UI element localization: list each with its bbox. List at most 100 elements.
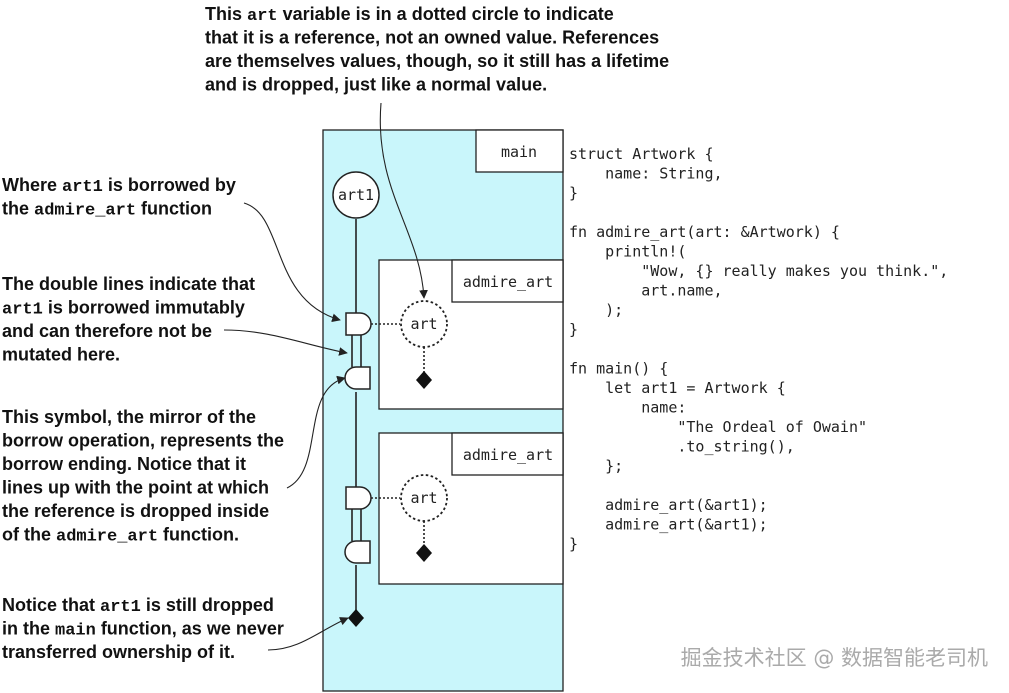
code-line: struct Artwork { bbox=[569, 145, 714, 163]
code-line: }; bbox=[569, 457, 623, 475]
annotation-text: borrow ending. Notice that it bbox=[2, 454, 246, 474]
annotation-line: in the main function, as we never bbox=[2, 619, 284, 641]
top-note-annotation: This art variable is in a dotted circle … bbox=[205, 4, 669, 95]
annotation-text: that it is a reference, not an owned val… bbox=[205, 28, 659, 48]
annotation-text: function. bbox=[158, 525, 239, 545]
inline-code: art1 bbox=[62, 178, 103, 197]
annotation-line: and can therefore not be bbox=[2, 321, 212, 341]
annotation-text: is borrowed immutably bbox=[43, 298, 245, 318]
annotation-text: and can therefore not be bbox=[2, 321, 212, 341]
code-line: "Wow, {} really makes you think.", bbox=[569, 262, 948, 280]
code-line: fn admire_art(art: &Artwork) { bbox=[569, 223, 840, 241]
code-line: name: bbox=[569, 399, 686, 417]
annotation-line: of the admire_art function. bbox=[2, 525, 239, 547]
annotation-text: and is dropped, just like a normal value… bbox=[205, 75, 547, 95]
callout-arrow-owner-drop bbox=[267, 617, 349, 651]
admire-art-scope-1-tab bbox=[451, 259, 564, 303]
code-line: } bbox=[569, 184, 578, 202]
annotation-text: borrow operation, represents the bbox=[2, 431, 284, 451]
inline-code: art1 bbox=[2, 301, 43, 320]
annotation-line: borrow ending. Notice that it bbox=[2, 454, 246, 474]
annotation-text: the bbox=[2, 199, 34, 219]
borrow-end-symbol-1 bbox=[344, 366, 371, 390]
annotation-line: art1 is borrowed immutably bbox=[2, 298, 245, 320]
code-line: admire_art(&art1); bbox=[569, 516, 768, 534]
annotation-text: This symbol, the mirror of the bbox=[2, 407, 256, 427]
rust-code-listing: struct Artwork { name: String,} fn admire… bbox=[569, 145, 948, 553]
art-reference-label-1: art bbox=[410, 315, 437, 333]
annotation-text: function bbox=[136, 199, 212, 219]
code-line: } bbox=[569, 535, 578, 553]
double-lines-annotation: The double lines indicate that art1 is bo… bbox=[2, 274, 255, 365]
code-line: admire_art(&art1); bbox=[569, 496, 768, 514]
admire-art-scope-2-tab bbox=[451, 432, 564, 476]
inline-code: main bbox=[55, 622, 96, 641]
annotation-line: lines up with the point at which bbox=[2, 478, 269, 498]
main-scope-label: main bbox=[501, 143, 537, 161]
annotation-text: transferred ownership of it. bbox=[2, 642, 235, 662]
watermark: 掘金技术社区 @ 数据智能老司机 bbox=[681, 646, 988, 670]
callout-arrow-double-lines bbox=[223, 329, 348, 356]
borrow-end-symbol-2 bbox=[344, 540, 371, 564]
inline-code: admire_art bbox=[34, 202, 136, 221]
code-line: art.name, bbox=[569, 282, 723, 300]
callout-arrow-top-note bbox=[379, 102, 428, 299]
code-line: let art1 = Artwork { bbox=[569, 379, 786, 397]
annotation-text: are themselves values, though, so it sti… bbox=[205, 51, 669, 71]
code-line: println!( bbox=[569, 243, 686, 261]
inline-code: art1 bbox=[100, 598, 141, 617]
admire-art-scope-2-label: admire_art bbox=[463, 446, 553, 464]
borrow-start-symbol-1 bbox=[345, 312, 372, 336]
main-scope-box bbox=[322, 129, 564, 692]
code-line: fn main() { bbox=[569, 360, 668, 378]
annotation-text: of the bbox=[2, 525, 56, 545]
annotation-text: in the bbox=[2, 619, 55, 639]
code-line: "The Ordeal of Owain" bbox=[569, 418, 867, 436]
annotation-line: and is dropped, just like a normal value… bbox=[205, 75, 547, 95]
annotation-text: mutated here. bbox=[2, 345, 120, 365]
annotation-text: the reference is dropped inside bbox=[2, 501, 269, 521]
annotation-line: the admire_art function bbox=[2, 199, 212, 221]
annotation-line: the reference is dropped inside bbox=[2, 501, 269, 521]
annotation-line: Where art1 is borrowed by bbox=[2, 175, 236, 197]
reference-drop-diamond-2 bbox=[416, 544, 432, 562]
art-reference-label-2: art bbox=[410, 489, 437, 507]
annotation-text: variable is in a dotted circle to indica… bbox=[278, 4, 614, 24]
annotation-line: mutated here. bbox=[2, 345, 120, 365]
borrow-start-symbol-2 bbox=[345, 486, 372, 510]
code-line: ); bbox=[569, 301, 623, 319]
art1-owner-label: art1 bbox=[338, 186, 374, 204]
callout-arrow-borrow-end bbox=[286, 375, 346, 489]
annotation-line: This symbol, the mirror of the bbox=[2, 407, 256, 427]
reference-drop-diamond-1 bbox=[416, 371, 432, 389]
annotation-text: Where bbox=[2, 175, 62, 195]
annotation-line: transferred ownership of it. bbox=[2, 642, 235, 662]
callout-arrow-borrow-start bbox=[243, 202, 341, 323]
annotation-text: is borrowed by bbox=[103, 175, 236, 195]
annotation-text: This bbox=[205, 4, 247, 24]
inline-code: admire_art bbox=[56, 528, 158, 547]
art1-owner-circle bbox=[332, 171, 380, 219]
art1-drop-diamond bbox=[348, 609, 364, 627]
annotation-line: borrow operation, represents the bbox=[2, 431, 284, 451]
annotation-text: function, as we never bbox=[96, 619, 284, 639]
annotation-line: The double lines indicate that bbox=[2, 274, 255, 294]
art1-lifeline bbox=[351, 219, 362, 612]
admire-art-scope-1-label: admire_art bbox=[463, 273, 553, 291]
borrow-end-annotation: This symbol, the mirror of the borrow ope… bbox=[2, 407, 284, 547]
annotation-line: that it is a reference, not an owned val… bbox=[205, 28, 659, 48]
annotation-text: lines up with the point at which bbox=[2, 478, 269, 498]
code-line: name: String, bbox=[569, 165, 723, 183]
annotation-line: This art variable is in a dotted circle … bbox=[205, 4, 614, 26]
code-line: } bbox=[569, 321, 578, 339]
annotation-text: is still dropped bbox=[141, 595, 274, 615]
main-scope-tab bbox=[475, 129, 564, 173]
annotation-text: Notice that bbox=[2, 595, 100, 615]
annotation-line: Notice that art1 is still dropped bbox=[2, 595, 274, 617]
annotation-line: are themselves values, though, so it sti… bbox=[205, 51, 669, 71]
annotation-text: The double lines indicate that bbox=[2, 274, 255, 294]
inline-code: art bbox=[247, 7, 278, 26]
code-line: .to_string(), bbox=[569, 438, 795, 456]
